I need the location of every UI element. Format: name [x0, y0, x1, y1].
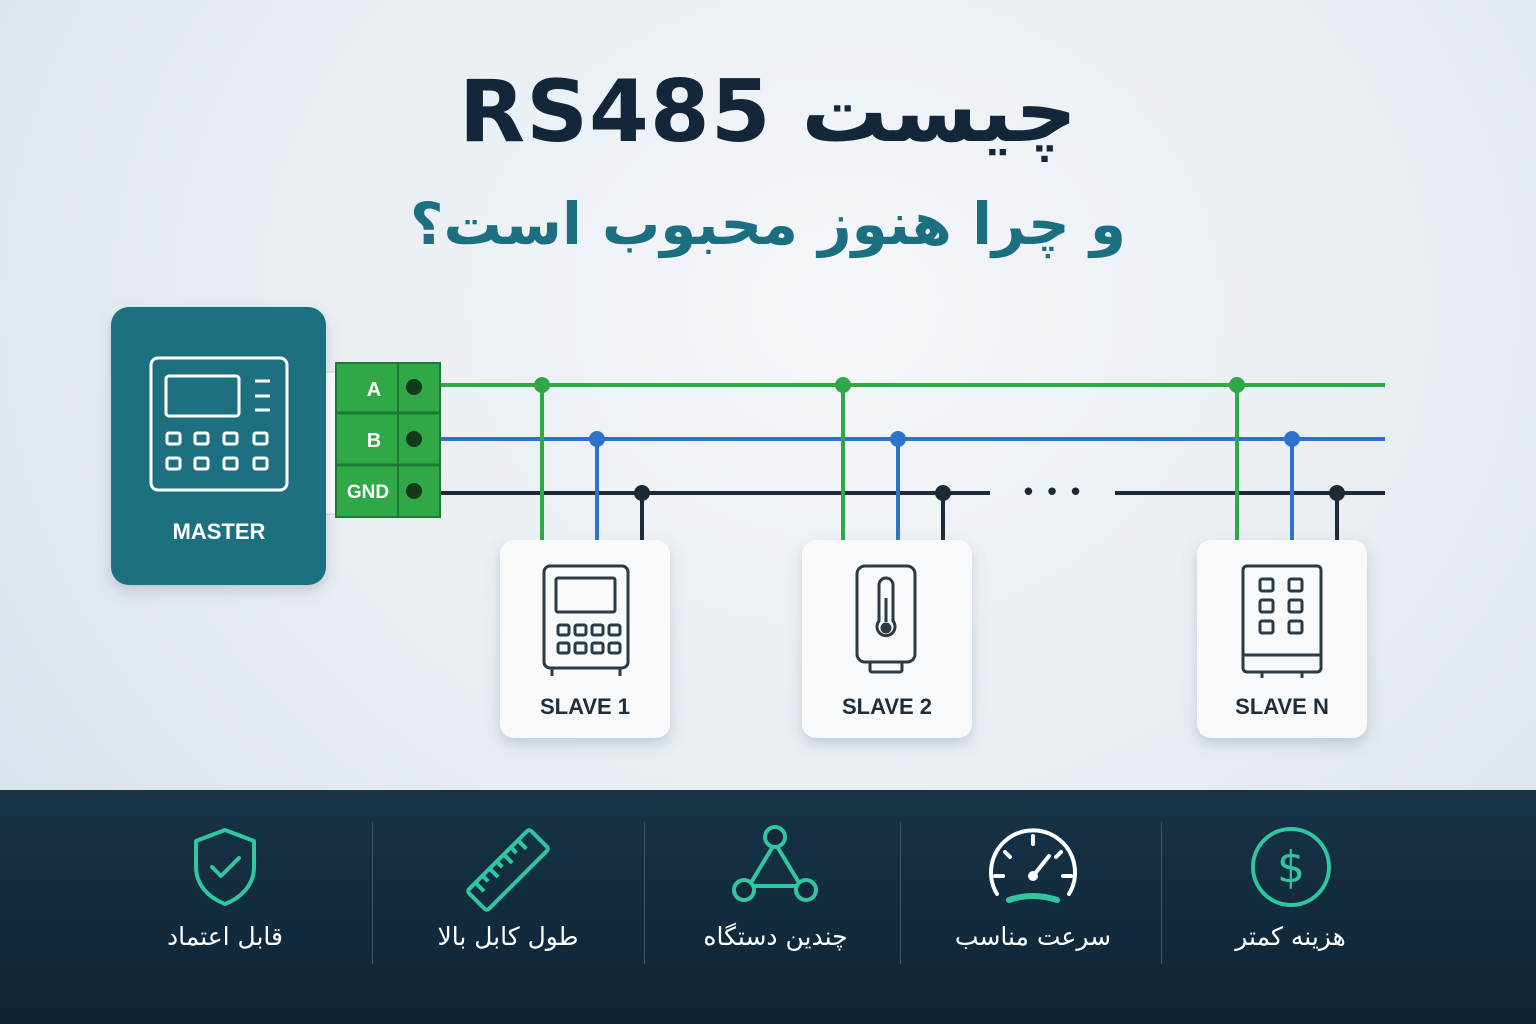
feature-reliable-label: قابل اعتماد	[166, 922, 283, 951]
slave-2: SLAVE 2	[802, 540, 972, 738]
feature-reliable: قابل اعتماد	[100, 790, 350, 1024]
bus-lines	[436, 383, 1385, 495]
feature-long-cable: طول کابل بالا	[383, 790, 633, 1024]
panel-meter-icon	[542, 564, 630, 676]
slave-1-drops	[534, 377, 650, 545]
thermometer-icon	[855, 564, 917, 674]
master-label: MASTER	[173, 519, 266, 544]
feature-suitable-speed: سرعت مناسب	[908, 790, 1158, 1024]
ruler-icon	[466, 828, 550, 912]
slave-1: SLAVE 1	[500, 540, 670, 738]
slave-1-label: SLAVE 1	[540, 694, 630, 719]
feature-lower-cost: $ هزینه کمتر	[1168, 790, 1413, 1024]
slave-2-label: SLAVE 2	[842, 694, 932, 719]
slave-2-drops	[835, 377, 951, 545]
feature-suitable-speed-label: سرعت مناسب	[954, 922, 1112, 951]
features-bar: قابل اعتماد طول کابل بالا چندین دستگاه	[0, 790, 1536, 1024]
controller-icon	[149, 356, 289, 492]
shield-check-icon	[194, 828, 256, 906]
page-subtitle: و چرا هنوز محبوب است؟	[409, 190, 1127, 258]
slave-n-label: SLAVE N	[1235, 694, 1329, 719]
feature-multi-device: چندین دستگاه	[653, 790, 898, 1024]
network-triangle-icon	[732, 825, 818, 902]
terminal-gnd-label: GND	[347, 482, 389, 503]
terminal-b-label: B	[367, 430, 381, 452]
divider	[1161, 822, 1162, 964]
divider	[644, 822, 645, 964]
rs485-bus-diagram: • • • MASTER A B GND	[111, 307, 1385, 738]
divider	[900, 822, 901, 964]
control-cabinet-icon	[1241, 564, 1323, 678]
master-device: MASTER	[111, 307, 338, 585]
page-title: چیست RS485	[458, 62, 1078, 162]
feature-long-cable-label: طول کابل بالا	[437, 922, 579, 951]
feature-lower-cost-label: هزینه کمتر	[1235, 922, 1346, 951]
feature-multi-device-label: چندین دستگاه	[703, 922, 848, 951]
terminal-block: A B GND	[335, 362, 441, 518]
slave-n: SLAVE N	[1197, 540, 1367, 738]
divider	[372, 822, 373, 964]
terminal-a-label: A	[367, 379, 381, 401]
svg-text:$: $	[1277, 842, 1305, 893]
speedometer-icon	[989, 828, 1077, 903]
bus-ellipsis: • • •	[1021, 478, 1084, 508]
slave-n-drops	[1229, 377, 1345, 545]
dollar-circle-icon: $	[1251, 827, 1331, 907]
